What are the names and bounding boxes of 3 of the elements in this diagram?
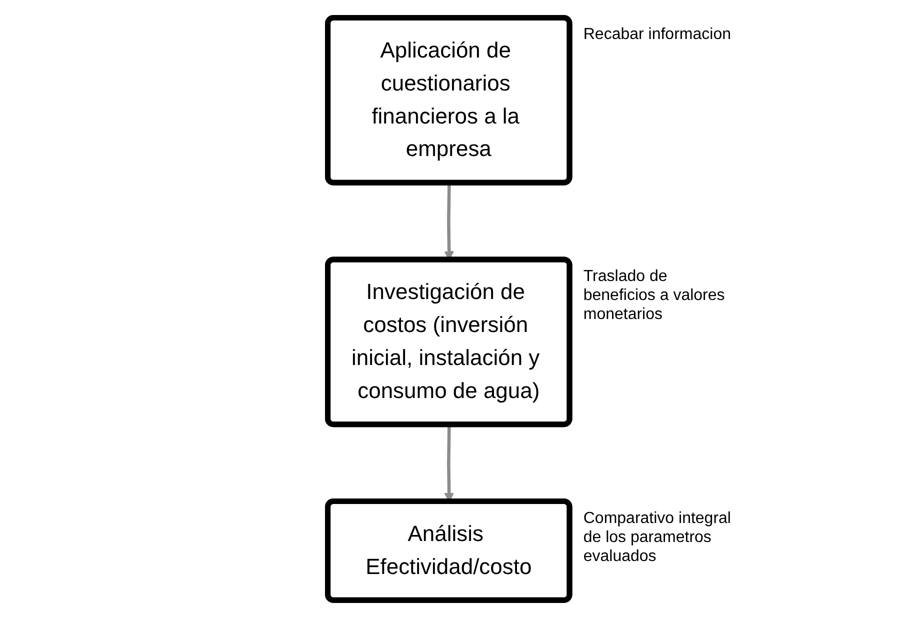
note-text: Comparativo integral de los parametros evaluados [583, 508, 732, 566]
note-text: Recabar informacion [583, 25, 732, 44]
note-text: Traslado de beneficios a valores monetarios [583, 267, 726, 325]
